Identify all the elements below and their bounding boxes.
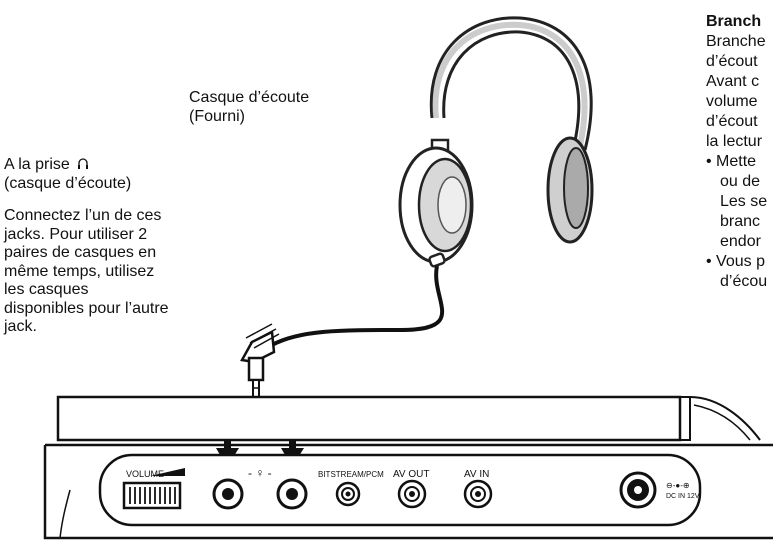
- jack-description-line: jacks. Pour utiliser 2: [4, 225, 148, 243]
- right-column-bullet: • Vous p: [706, 253, 765, 270]
- right-column-bullet-line: endor: [720, 233, 761, 250]
- jack-description-line: Connectez l’un de ces: [4, 207, 162, 224]
- right-column-line: volume: [706, 93, 758, 110]
- headphone-caption-line1: Casque d’écoute: [189, 89, 310, 106]
- headphone-symbol-label: - ♀ -: [248, 466, 272, 480]
- av-out-label: AV OUT: [393, 469, 429, 480]
- headphone-icon: [78, 158, 89, 169]
- headphone-caption-line2: (Fourni): [189, 107, 246, 125]
- jack-description: Connectez l’un de ces jacks. Pour utilis…: [4, 207, 169, 337]
- jack-caption-text: A la prise: [4, 156, 70, 173]
- right-column-text: Branch Branche d’écout Avant c volume d’…: [706, 12, 767, 292]
- jack-caption-line2: (casque d’écoute): [4, 174, 132, 192]
- jack-description-line: paires de casques en: [4, 244, 157, 261]
- headphone-jack-1[interactable]: [212, 478, 244, 510]
- bitstream-label: BITSTREAM/PCM: [318, 470, 384, 479]
- player-lid: [56, 395, 761, 442]
- jack-caption-line1: A la prise: [4, 156, 131, 175]
- headphone-caption: Casque d’écoute (Fourni): [189, 89, 309, 126]
- right-column-bullet: • Mette: [706, 153, 757, 170]
- right-column-line: Avant c: [706, 73, 760, 90]
- right-column-line: d’écout: [706, 113, 758, 130]
- right-column-bullet-line: branc: [720, 213, 761, 230]
- right-column-bullet-line: d’écou: [720, 273, 768, 290]
- jack-caption: A la prise (casque d’écoute): [4, 156, 131, 193]
- dc-in-jack[interactable]: [619, 471, 657, 509]
- right-column-line: d’écout: [706, 53, 758, 70]
- jack-description-line: jack.: [4, 318, 37, 335]
- volume-label: VOLUME: [126, 469, 164, 479]
- right-column-heading: Branch: [706, 13, 762, 30]
- volume-slider[interactable]: [122, 481, 182, 510]
- headphone-cable: [271, 265, 445, 347]
- bitstream-pcm-jack[interactable]: [335, 481, 361, 507]
- right-column-line: la lectur: [706, 133, 763, 150]
- av-in-jack[interactable]: [463, 479, 493, 509]
- av-in-label: AV IN: [464, 469, 489, 480]
- right-column-line: Branche: [706, 33, 766, 50]
- av-out-jack[interactable]: [397, 479, 427, 509]
- headphone-jack-2[interactable]: [276, 478, 308, 510]
- jack-description-line: les casques: [4, 281, 89, 298]
- dc-in-label: DC IN 12V: [666, 493, 700, 500]
- right-column-bullet-line: ou de: [720, 173, 761, 190]
- headphone-plug: [240, 323, 280, 401]
- jack-description-line: disponibles pour l’autre: [4, 299, 169, 317]
- headphones: [398, 16, 594, 268]
- right-column-bullet-line: Les se: [720, 193, 768, 210]
- volume-wedge-icon: [150, 468, 185, 476]
- jack-description-line: même temps, utilisez: [4, 262, 155, 280]
- dc-polarity-icon: ⊖-●-⊕: [666, 481, 690, 490]
